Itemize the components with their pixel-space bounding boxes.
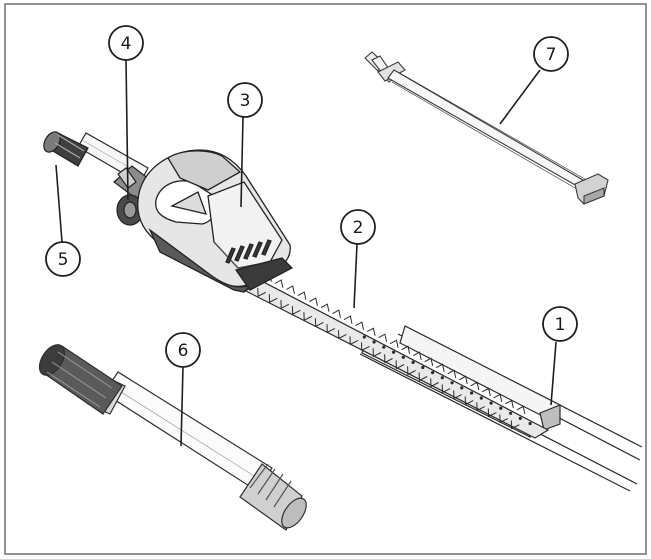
callout-circle-7 [533, 36, 569, 72]
leader-lines [55, 59, 557, 447]
part-mounting-tool [364, 51, 609, 205]
blade-rivet [382, 345, 386, 349]
callout-label-7: 7 [546, 45, 557, 65]
callout-label-6: 6 [178, 341, 189, 361]
leader-line-6 [180, 366, 184, 447]
part-extension-pole [38, 344, 307, 531]
callout-1: 1 [542, 306, 578, 342]
callout-label-2: 2 [353, 218, 364, 238]
blade-rivet [499, 406, 503, 410]
blade-rivet [372, 340, 376, 344]
leader-line-5 [55, 164, 63, 243]
blade-rivet [509, 411, 513, 415]
vent-slot [261, 239, 272, 256]
part-blade-assembly [239, 267, 643, 492]
blade-rivet [401, 355, 405, 359]
callout-circle-2 [340, 209, 376, 245]
callout-circle-6 [165, 332, 201, 368]
leader-line-4 [125, 59, 129, 201]
leader-line-3 [240, 116, 244, 208]
callout-label-1: 1 [555, 315, 566, 335]
vent-slot [234, 245, 245, 262]
blade-rivet [518, 416, 522, 420]
blade-rivet [421, 365, 425, 370]
blade-rivet [479, 396, 483, 400]
leader-line-1 [550, 341, 557, 406]
vent-slot [252, 241, 263, 258]
blade-rivet [470, 391, 474, 395]
callout-6: 6 [165, 332, 201, 368]
blade-rivet [440, 376, 444, 380]
blade-rivet [362, 335, 366, 339]
leader-line-2 [353, 243, 358, 309]
blade-rivet [528, 421, 532, 426]
callout-circle-4 [108, 25, 144, 61]
blade-rivet [392, 350, 396, 354]
vent-slot [243, 243, 254, 260]
callout-5: 5 [45, 241, 81, 277]
callout-label-3: 3 [240, 91, 251, 111]
part-gear-head-housing [137, 149, 294, 293]
callout-circle-3 [227, 82, 263, 118]
callout-label-5: 5 [58, 250, 69, 270]
blade-rivet [489, 401, 493, 405]
blade-rivet [411, 360, 415, 364]
part-shaft-coupling [43, 131, 89, 167]
callout-circle-1 [542, 306, 578, 342]
vent-slot [225, 247, 236, 264]
blade-rivet [460, 386, 464, 390]
diagram-border [4, 3, 647, 555]
blade-rivet [450, 381, 454, 385]
callout-4: 4 [108, 25, 144, 61]
callout-circle-5 [45, 241, 81, 277]
callout-3: 3 [227, 82, 263, 118]
callout-2: 2 [340, 209, 376, 245]
callout-label-4: 4 [121, 34, 132, 54]
callout-7: 7 [533, 36, 569, 72]
leader-line-7 [499, 69, 541, 125]
blade-rivet [431, 371, 435, 375]
